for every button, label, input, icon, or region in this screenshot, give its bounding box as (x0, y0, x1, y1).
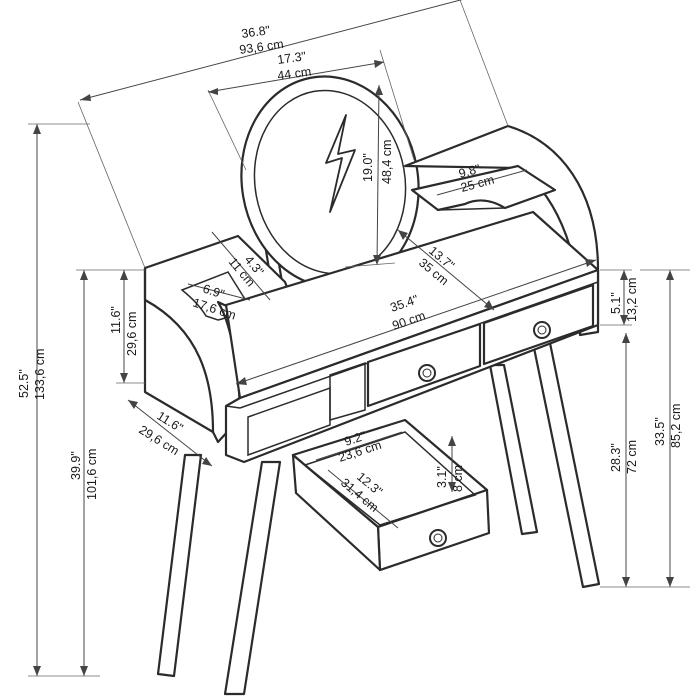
side-height-in: 11.6" (109, 306, 123, 334)
lightning-bolt-icon (325, 114, 356, 213)
total-height-cm: 133,6 cm (33, 349, 47, 400)
total-height-in: 52.5" (17, 369, 31, 398)
leg-height-cm: 72 cm (625, 440, 639, 474)
right-drawer-knob-inner (537, 325, 547, 335)
open-drawer (291, 418, 491, 572)
desk-height-cm: 85,2 cm (669, 404, 683, 448)
desk-height-in: 33.5" (653, 417, 667, 446)
leg-height-in: 28.3" (609, 443, 623, 472)
table-height-in: 39.9" (69, 451, 83, 480)
drawer-inner-height-in: 3.1" (435, 466, 449, 488)
drawer-inner-height-cm: 8 cm (451, 465, 465, 492)
back-height-cm: 13,2 cm (625, 278, 639, 322)
right-shelf-panel (410, 164, 557, 212)
left-compartment (247, 386, 331, 457)
right-drawer-knob[interactable] (533, 321, 551, 339)
dimension-lines (28, 0, 690, 677)
mirror (240, 75, 420, 308)
leg-front-right (531, 341, 601, 589)
total-width-in: 36.8" (240, 23, 270, 41)
open-drawer-left-side (291, 453, 382, 572)
open-drawer-floor (303, 431, 477, 526)
shelf-width-in: 9.8" (457, 162, 482, 181)
back-height-in: 5.1" (609, 292, 623, 314)
mirror-height-in: 19.0" (361, 153, 375, 182)
open-drawer-knob[interactable] (429, 529, 447, 547)
right-side-cabinet (403, 124, 600, 337)
center-drawer-knob[interactable] (418, 364, 436, 382)
open-drawer-knob-inner (433, 533, 443, 543)
desk-left-edge (225, 405, 241, 409)
tray-depth-in: 6.9" (201, 282, 226, 302)
drawer-inner-width-in: 9.2" (343, 429, 368, 449)
leg-back-right (488, 363, 539, 536)
right-shelf-under (437, 207, 506, 211)
left-tray-front (143, 266, 215, 434)
total-width-cm: 93,6 cm (238, 37, 284, 57)
mirror-height-cm: 48,4 cm (380, 140, 394, 184)
table-height-cm: 101,6 cm (85, 449, 99, 500)
legs (156, 341, 601, 696)
mirror-width-cm: 44 cm (276, 64, 312, 83)
leg-front-center (223, 460, 282, 696)
center-drawer-knob-inner (422, 368, 432, 378)
mirror-width-in: 17.3" (276, 49, 306, 67)
desk (224, 210, 600, 464)
side-height-cm: 29,6 cm (125, 312, 139, 356)
right-side-panel (403, 124, 600, 337)
leg-front-left (156, 453, 203, 678)
